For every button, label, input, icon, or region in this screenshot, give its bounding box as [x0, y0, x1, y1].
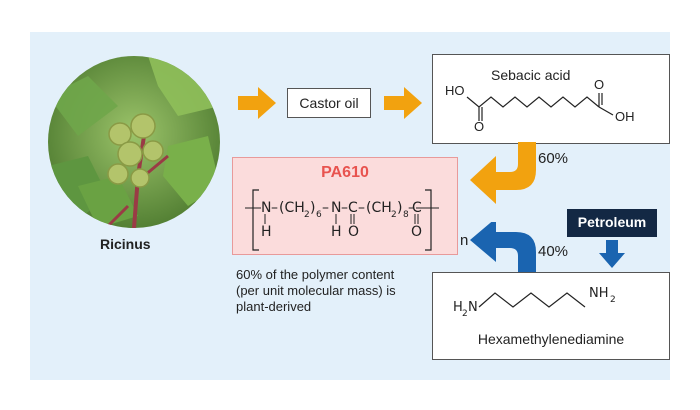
- hmda-h2n-sub: 2: [462, 309, 468, 319]
- petroleum-label: Petroleum: [577, 214, 647, 230]
- sebacic-o-right: O: [594, 77, 605, 92]
- hmda-box: H 2 N NH 2 Hexamethylenediamine: [432, 272, 670, 360]
- sebacic-oh: OH: [615, 109, 635, 124]
- arrow-down-icon: [599, 240, 625, 268]
- hmda-h2n-n: N: [468, 300, 478, 315]
- formula-h1: H: [261, 224, 272, 240]
- formula-h2: H: [331, 224, 342, 240]
- petroleum-label-box: Petroleum: [567, 209, 657, 237]
- hmda-name: Hexamethylenediamine: [477, 331, 625, 347]
- pa610-title: PA610: [321, 164, 369, 181]
- sebacic-acid-structure: [466, 93, 614, 121]
- arrow-right-icon: [384, 87, 422, 119]
- percent-40: 40%: [538, 243, 569, 260]
- hmda-nh2-nh: NH: [589, 286, 609, 301]
- sebacic-acid-box: Sebacic acid HO O O OH: [432, 54, 670, 144]
- castor-oil-label: Castor oil: [299, 95, 359, 111]
- ricinus-photo: [48, 56, 220, 228]
- plant-derived-note: 60% of the polymer content (per unit mol…: [236, 267, 396, 315]
- formula-ch2-a: (CH: [279, 200, 305, 216]
- pa610-formula: N – (CH 2 ) 6 – N – C – (CH 2 ) 8 – C H …: [261, 200, 423, 240]
- note-line-3: plant-derived: [236, 299, 312, 314]
- note-line-2: (per unit molecular mass) is: [236, 283, 396, 298]
- sebacic-acid-title: Sebacic acid: [491, 67, 571, 83]
- formula-n2: N: [331, 200, 342, 216]
- formula-o1: O: [348, 224, 360, 240]
- formula-ch2-a-close: ): [310, 200, 316, 216]
- formula-ch2-a-sub: 2: [304, 210, 310, 220]
- formula-ch2-a-count: 6: [316, 210, 322, 220]
- percent-60: 60%: [538, 150, 569, 167]
- formula-c2: C: [412, 200, 422, 216]
- formula-o2: O: [411, 224, 423, 240]
- formula-ch2-b-count: 8: [403, 210, 409, 220]
- sebacic-o-left: O: [474, 119, 485, 134]
- formula-ch2-b-close: ): [397, 200, 403, 216]
- sebacic-ho: HO: [445, 83, 465, 98]
- formula-ch2-b: (CH: [366, 200, 392, 216]
- hmda-h2n-h: H: [453, 300, 463, 315]
- formula-n1: N: [261, 200, 272, 216]
- ricinus-label: Ricinus: [100, 236, 151, 252]
- formula-c1: C: [348, 200, 358, 216]
- curved-arrow-icon: [470, 142, 536, 204]
- formula-ch2-b-sub: 2: [391, 210, 397, 220]
- note-line-1: 60% of the polymer content: [236, 267, 395, 282]
- pa610-box: PA610 N – (CH 2 ) 6 – N – C – (CH 2 ) 8 …: [232, 157, 458, 255]
- hmda-formula: H 2 N NH 2: [433, 273, 671, 361]
- arrow-right-icon: [238, 87, 276, 119]
- castor-oil-box: Castor oil: [287, 88, 371, 118]
- curved-arrow-blue-icon: [470, 222, 536, 280]
- repeat-unit-n: n: [460, 232, 469, 249]
- hmda-nh2-sub: 2: [610, 295, 616, 305]
- pa610-brackets: [245, 189, 439, 251]
- hmda-structure: [478, 292, 586, 308]
